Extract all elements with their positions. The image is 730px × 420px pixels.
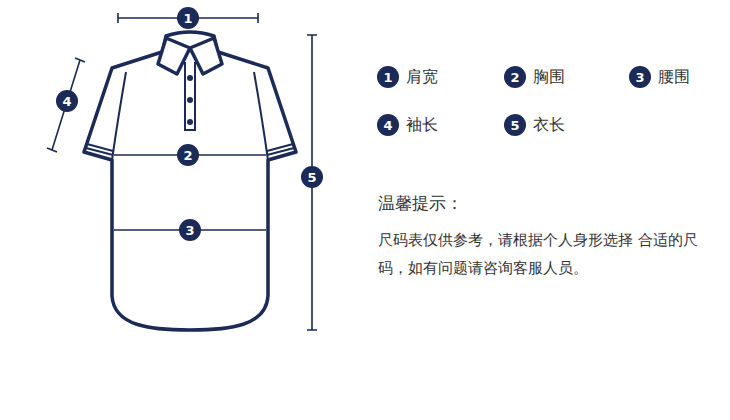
callout-text: 2 — [183, 149, 192, 162]
callout-number: 1 — [377, 66, 399, 88]
callout-text: 5 — [307, 171, 316, 184]
callout-text: 3 — [635, 71, 644, 84]
callout-text: 5 — [510, 119, 519, 132]
legend-label: 袖长 — [406, 115, 438, 134]
callout-number: 5 — [301, 166, 323, 188]
note-heading: 温馨提示： — [378, 193, 463, 213]
legend-label: 衣长 — [533, 115, 565, 134]
callout-number: 4 — [377, 114, 399, 136]
callout-text: 2 — [510, 71, 519, 84]
callout-text: 1 — [183, 12, 192, 25]
callout-number: 4 — [56, 90, 78, 112]
callout-number: 2 — [177, 144, 199, 166]
note-text: 尺码表仅供参考，请根据个人身形选择 合适的尺码，如有问题请咨询客服人员。 — [378, 226, 708, 282]
callout-number: 5 — [504, 114, 526, 136]
callout-text: 4 — [383, 119, 392, 132]
callout-number: 3 — [629, 66, 651, 88]
callout-text: 1 — [383, 71, 392, 84]
callout-text: 4 — [62, 95, 71, 108]
callout-number: 3 — [179, 219, 201, 241]
callout-number: 2 — [504, 66, 526, 88]
callout-number: 1 — [177, 7, 199, 29]
legend-label: 胸围 — [533, 67, 565, 86]
legend-label: 肩宽 — [406, 67, 438, 86]
callout-text: 3 — [185, 224, 194, 237]
legend-label: 腰围 — [658, 67, 690, 86]
